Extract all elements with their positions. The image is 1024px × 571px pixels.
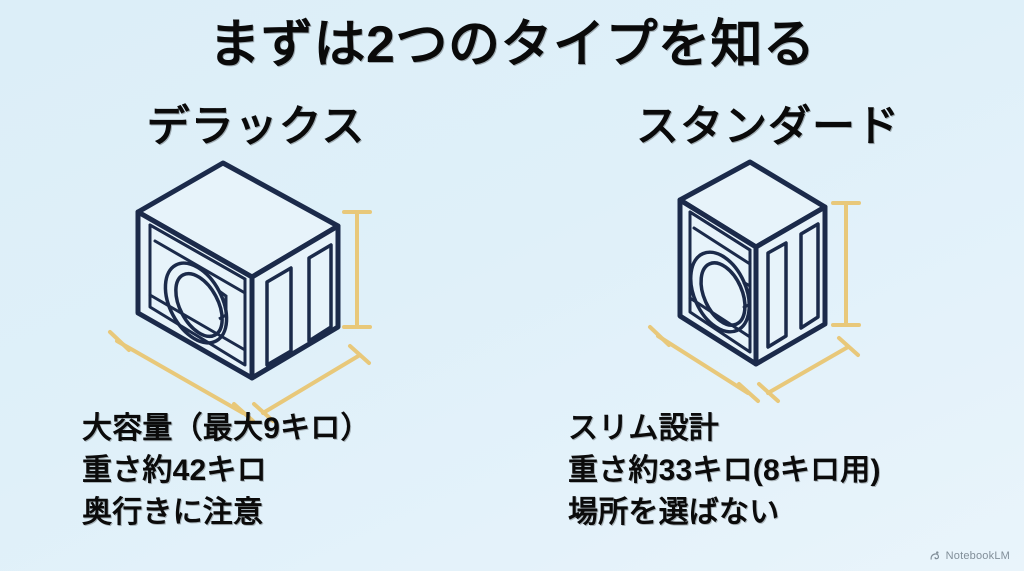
page-title: まずは2つのタイプを知る <box>208 16 816 74</box>
caption-line: 重さ約33キロ(8キロ用) <box>568 454 881 487</box>
side-panel-2 <box>799 222 820 330</box>
side-panel-1 <box>265 266 293 367</box>
caption-line: スリム設計 <box>568 412 719 445</box>
width-dimension-line <box>648 325 760 403</box>
side-vent-panels <box>265 243 333 367</box>
caption-line: 奥行きに注意 <box>82 496 264 529</box>
door-inner-glass <box>174 271 224 339</box>
door-drum <box>163 261 229 345</box>
deluxe-caption-block: 大容量（最大9キロ） 重さ約42キロ 奥行きに注意 <box>82 408 371 534</box>
side-panel-2 <box>307 243 333 343</box>
control-panel-line <box>148 223 247 281</box>
width-dimension-line <box>108 330 255 423</box>
door-handle-tab <box>218 289 228 321</box>
side-panel-1 <box>766 241 788 349</box>
column-heading-standard: スタンダード <box>636 103 900 151</box>
control-panel-line-2 <box>692 226 752 266</box>
watermark-label: NotebookLM <box>945 549 1010 562</box>
control-panel-line <box>688 210 752 252</box>
machine-body-outline <box>135 160 341 381</box>
caption-line: 場所を選ばない <box>568 496 780 529</box>
watermark: NotebookLM <box>929 549 1010 562</box>
caption-line: 重さ約42キロ <box>82 454 267 487</box>
height-dimension-line <box>342 210 372 329</box>
notebooklm-icon <box>929 549 942 562</box>
door-outer-ring <box>163 261 229 345</box>
door-inner-glass <box>699 261 747 327</box>
deluxe-washing-machine-illustration <box>95 155 395 423</box>
standard-washing-machine-illustration <box>640 155 900 405</box>
depth-dimension-line <box>757 336 860 403</box>
depth-dimension-line <box>252 344 371 423</box>
door-handle-tab <box>742 280 752 310</box>
machine-body-outline <box>677 159 828 367</box>
front-base-line <box>148 293 247 352</box>
column-heading-deluxe: デラックス <box>146 103 366 151</box>
caption-line: 大容量（最大9キロ） <box>82 412 371 445</box>
door-drum <box>688 250 752 334</box>
side-vent-panels <box>766 222 820 349</box>
height-dimension-line <box>831 201 861 327</box>
standard-caption-block: スリム設計 重さ約33キロ(8キロ用) 場所を選ばない <box>568 408 881 534</box>
